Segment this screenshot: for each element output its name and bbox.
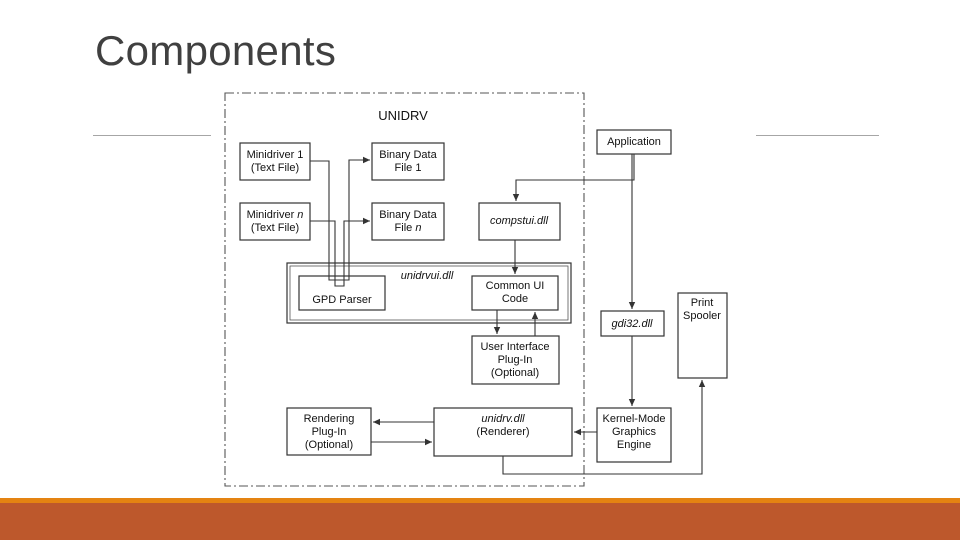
- unidrv-dll-line1: unidrv.dll: [481, 413, 525, 425]
- connector-application-compstui: [512, 154, 635, 201]
- gpd-parser-box: [298, 275, 386, 311]
- common-ui-line1: Common UI: [486, 280, 545, 292]
- print-spooler-line2: Spooler: [683, 310, 721, 322]
- accent-bar: [0, 503, 960, 540]
- kernel-graphics-line2: Graphics: [612, 426, 657, 438]
- kernel-graphics-line1: Kernel-Mode: [603, 413, 666, 425]
- print-spooler-box: [677, 292, 728, 379]
- gpd-parser-label: GPD Parser: [312, 294, 372, 306]
- title-rule-right: [756, 135, 879, 136]
- binary-data-1-line2: File 1: [395, 162, 422, 174]
- minidriver-n-line2: (Text File): [251, 222, 299, 234]
- application-label: Application: [607, 136, 661, 148]
- connector-minidridern-gpd: [310, 217, 370, 287]
- ui-plugin-line1: User Interface: [480, 341, 549, 353]
- unidrv-dll-line2: (Renderer): [476, 426, 529, 438]
- ui-plugin-line2: Plug-In: [498, 354, 533, 366]
- binary-data-1-line1: Binary Data: [379, 149, 437, 161]
- binary-data-1-box: [371, 142, 445, 181]
- rendering-plugin-box: [286, 407, 372, 456]
- common-ui-box: [471, 275, 559, 311]
- architecture-diagram: UNIDRV unidrvui.dll Minidriver 1 (Text F…: [224, 92, 728, 487]
- minidriver-n-line1: Minidriver n: [247, 209, 304, 221]
- compstui-label: compstui.dll: [490, 215, 549, 227]
- minidriver-1-box: [239, 142, 311, 181]
- binary-data-n-line2: File n: [395, 222, 422, 234]
- connector-unidrv-spooler: [502, 380, 706, 475]
- unidrvui-container-inner: [289, 265, 569, 321]
- rendering-plugin-line1: Rendering: [304, 413, 355, 425]
- rendering-plugin-line2: Plug-In: [312, 426, 347, 438]
- common-ui-line2: Code: [502, 293, 528, 305]
- binary-data-n-box: [371, 202, 445, 241]
- print-spooler-line1: Print: [691, 297, 714, 309]
- binary-data-n-line1: Binary Data: [379, 209, 437, 221]
- unidrv-group-label: UNIDRV: [378, 108, 428, 123]
- unidrv-group-boundary: [224, 92, 585, 487]
- minidriver-1-line2: (Text File): [251, 162, 299, 174]
- rendering-plugin-line3: (Optional): [305, 439, 353, 451]
- minidriver-1-line1: Minidriver 1: [247, 149, 304, 161]
- connector-minidriver1-gpd: [310, 156, 370, 281]
- unidrvui-label: unidrvui.dll: [401, 270, 454, 282]
- accent-bar-top: [0, 498, 960, 503]
- kernel-graphics-line3: Engine: [617, 439, 651, 451]
- kernel-graphics-box: [596, 407, 672, 463]
- compstui-box: [478, 202, 561, 241]
- ui-plugin-line3: (Optional): [491, 367, 539, 379]
- unidrv-dll-box: [433, 407, 573, 457]
- gdi32-label: gdi32.dll: [612, 318, 654, 330]
- slide-title: Components: [95, 27, 337, 74]
- title-rule-left: [93, 135, 211, 136]
- gdi32-box: [600, 310, 665, 337]
- diagram-panel: UNIDRV unidrvui.dll Minidriver 1 (Text F…: [211, 88, 756, 498]
- ui-plugin-box: [471, 335, 560, 385]
